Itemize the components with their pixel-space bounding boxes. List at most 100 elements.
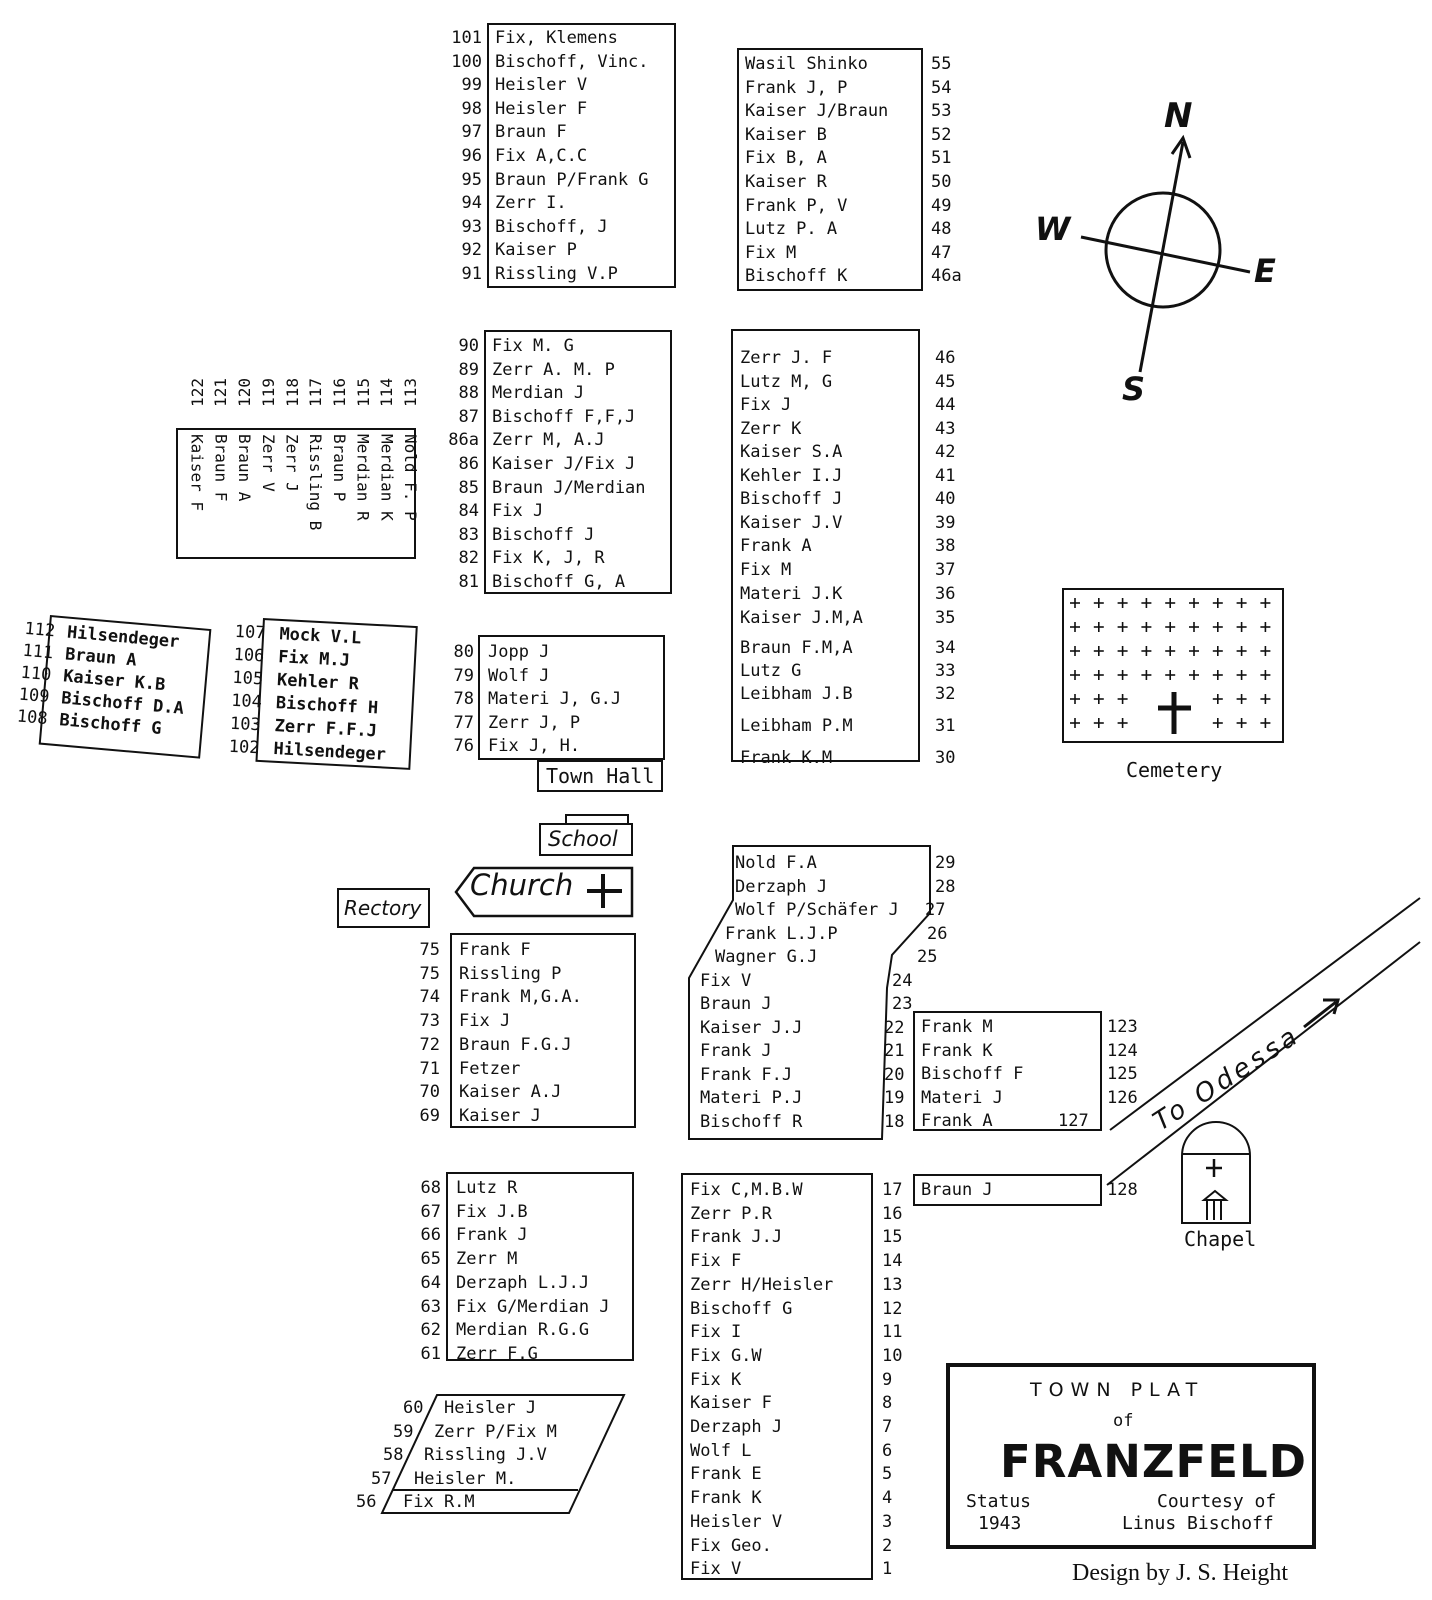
lot-owner: Kaiser P xyxy=(495,240,577,261)
lot-number: 90 xyxy=(458,336,479,356)
lot-owner: Fix A,C.C xyxy=(495,146,588,166)
lot-owner: Zerr H/Heisler xyxy=(690,1274,834,1295)
road-odessa-upper-edge xyxy=(1109,897,1421,1131)
lot-owner: Materi J.K xyxy=(740,584,843,604)
lot-number: 104 xyxy=(230,690,263,713)
lot-number: 51 xyxy=(931,148,952,169)
lot-number: 15 xyxy=(882,1227,903,1248)
lot-number: 84 xyxy=(458,501,479,522)
lot-number: 46a xyxy=(931,266,962,287)
lot-owner: Fix, Klemens xyxy=(495,28,618,48)
block-lots-18-29 xyxy=(688,845,931,1140)
rectory: Rectory xyxy=(337,888,430,928)
lot-owner: Kaiser J.V xyxy=(740,512,843,533)
lot-number: 111 xyxy=(21,640,55,664)
lot-owner: Braun A xyxy=(235,434,255,502)
lot-number: 22 xyxy=(884,1017,905,1038)
lot-number: 80 xyxy=(453,642,474,662)
lot-number: 89 xyxy=(458,359,479,380)
school: School xyxy=(539,823,633,856)
lot-number: 120 xyxy=(235,378,255,407)
lot-number: 34 xyxy=(935,638,956,658)
lot-owner: Nold F. P xyxy=(401,434,420,521)
block-lot-128 xyxy=(913,1174,1102,1206)
lot-owner: Fix J.B xyxy=(456,1201,528,1222)
lot-owner: Frank K xyxy=(921,1040,993,1061)
cemetery-cross-icon xyxy=(1158,692,1191,734)
lot-owner: Braun P/Frank G xyxy=(495,169,649,190)
lot-owner: Merdian R xyxy=(353,434,373,521)
block-lots-56-60 xyxy=(380,1394,626,1514)
lot-owner: Lutz P. A xyxy=(745,219,838,240)
chapel-portico-icon xyxy=(1201,1189,1229,1220)
lot-owner: Braun F xyxy=(495,122,567,143)
lot-number: 62 xyxy=(420,1320,441,1341)
lot-number: 30 xyxy=(935,748,956,768)
lot-number: 17 xyxy=(882,1180,903,1200)
compass-south-label: S xyxy=(1122,370,1146,408)
compass-east-label: E xyxy=(1254,252,1276,290)
lot-owner: Kaiser R xyxy=(745,172,827,192)
lot-owner: Heisler J xyxy=(444,1398,537,1418)
lot-number: 98 xyxy=(461,98,482,119)
lot-number: 117 xyxy=(306,378,326,407)
lot-owner: Frank J, P xyxy=(745,77,848,98)
lot-owner: Kehler R xyxy=(276,670,360,695)
lot-owner: Kaiser J xyxy=(459,1105,541,1126)
lot-number: 43 xyxy=(935,418,956,439)
lot-number: 68 xyxy=(420,1178,441,1198)
lot-owner: Lutz G xyxy=(740,661,802,681)
lot-number: 107 xyxy=(234,621,267,644)
lot-number: 82 xyxy=(458,548,479,569)
lot-owner: Zerr A. M. P xyxy=(492,359,615,380)
lot-number: 63 xyxy=(420,1296,441,1317)
lot-number: 70 xyxy=(419,1082,440,1103)
lot-number: 76 xyxy=(453,736,474,757)
lot-owner: Frank K.M xyxy=(740,748,833,768)
title-line1: TOWN PLAT xyxy=(1030,1379,1205,1401)
lot-owner: Zerr J xyxy=(282,434,302,492)
lot-number: 112 xyxy=(23,618,57,642)
lot-number: 121 xyxy=(211,378,231,407)
lot-owner: Mock V.L xyxy=(278,624,362,649)
lot-number: 10 xyxy=(882,1345,903,1366)
lot-number: 42 xyxy=(935,442,956,462)
lot-number: 103 xyxy=(229,713,262,736)
lot-number: 75 xyxy=(419,940,440,960)
lot-number: 77 xyxy=(453,712,474,733)
lot-owner: Lutz R xyxy=(456,1178,518,1198)
lot-owner: Bischoff, J xyxy=(495,216,608,237)
lot-owner: Fix F xyxy=(690,1251,742,1272)
lot-number: 23 xyxy=(892,994,913,1014)
lot-owner: Braun J xyxy=(921,1180,993,1200)
lot-owner: Nold F.A xyxy=(735,853,817,873)
lot-number: 52 xyxy=(931,124,952,145)
lot-number: 71 xyxy=(419,1058,440,1079)
lot-owner: Fix K, J, R xyxy=(492,548,605,569)
lot-owner: Frank F xyxy=(459,940,531,960)
lot-owner: Frank E xyxy=(690,1464,762,1485)
lot-number: 49 xyxy=(931,195,952,216)
cemetery-label: Cemetery xyxy=(1126,758,1223,782)
lot-number: 54 xyxy=(931,77,952,98)
chapel-label: Chapel xyxy=(1184,1227,1257,1251)
compass-rose-icon xyxy=(1080,134,1251,373)
lot-number: 73 xyxy=(419,1011,440,1032)
lot-number: 64 xyxy=(420,1272,441,1293)
road-arrow-icon xyxy=(1303,998,1340,1029)
lot-number: 26 xyxy=(927,923,948,944)
lot-number: 8 xyxy=(882,1393,893,1414)
lot-number: 116 xyxy=(329,378,349,407)
lot-number: 46 xyxy=(935,348,956,368)
lot-number: 118 xyxy=(282,378,302,407)
lot-number: 93 xyxy=(461,216,482,237)
lot-owner: Fix R.M xyxy=(403,1492,475,1512)
lot-number: 91 xyxy=(461,264,482,284)
lot-number: 113 xyxy=(401,378,420,407)
block-lots-46a-55 xyxy=(737,48,923,291)
lot-owner: Braun J/Merdian xyxy=(492,477,646,498)
lot-owner: Wagner G.J xyxy=(715,947,818,967)
church-cross-icon xyxy=(587,874,622,908)
lot-number: 110 xyxy=(19,662,53,686)
